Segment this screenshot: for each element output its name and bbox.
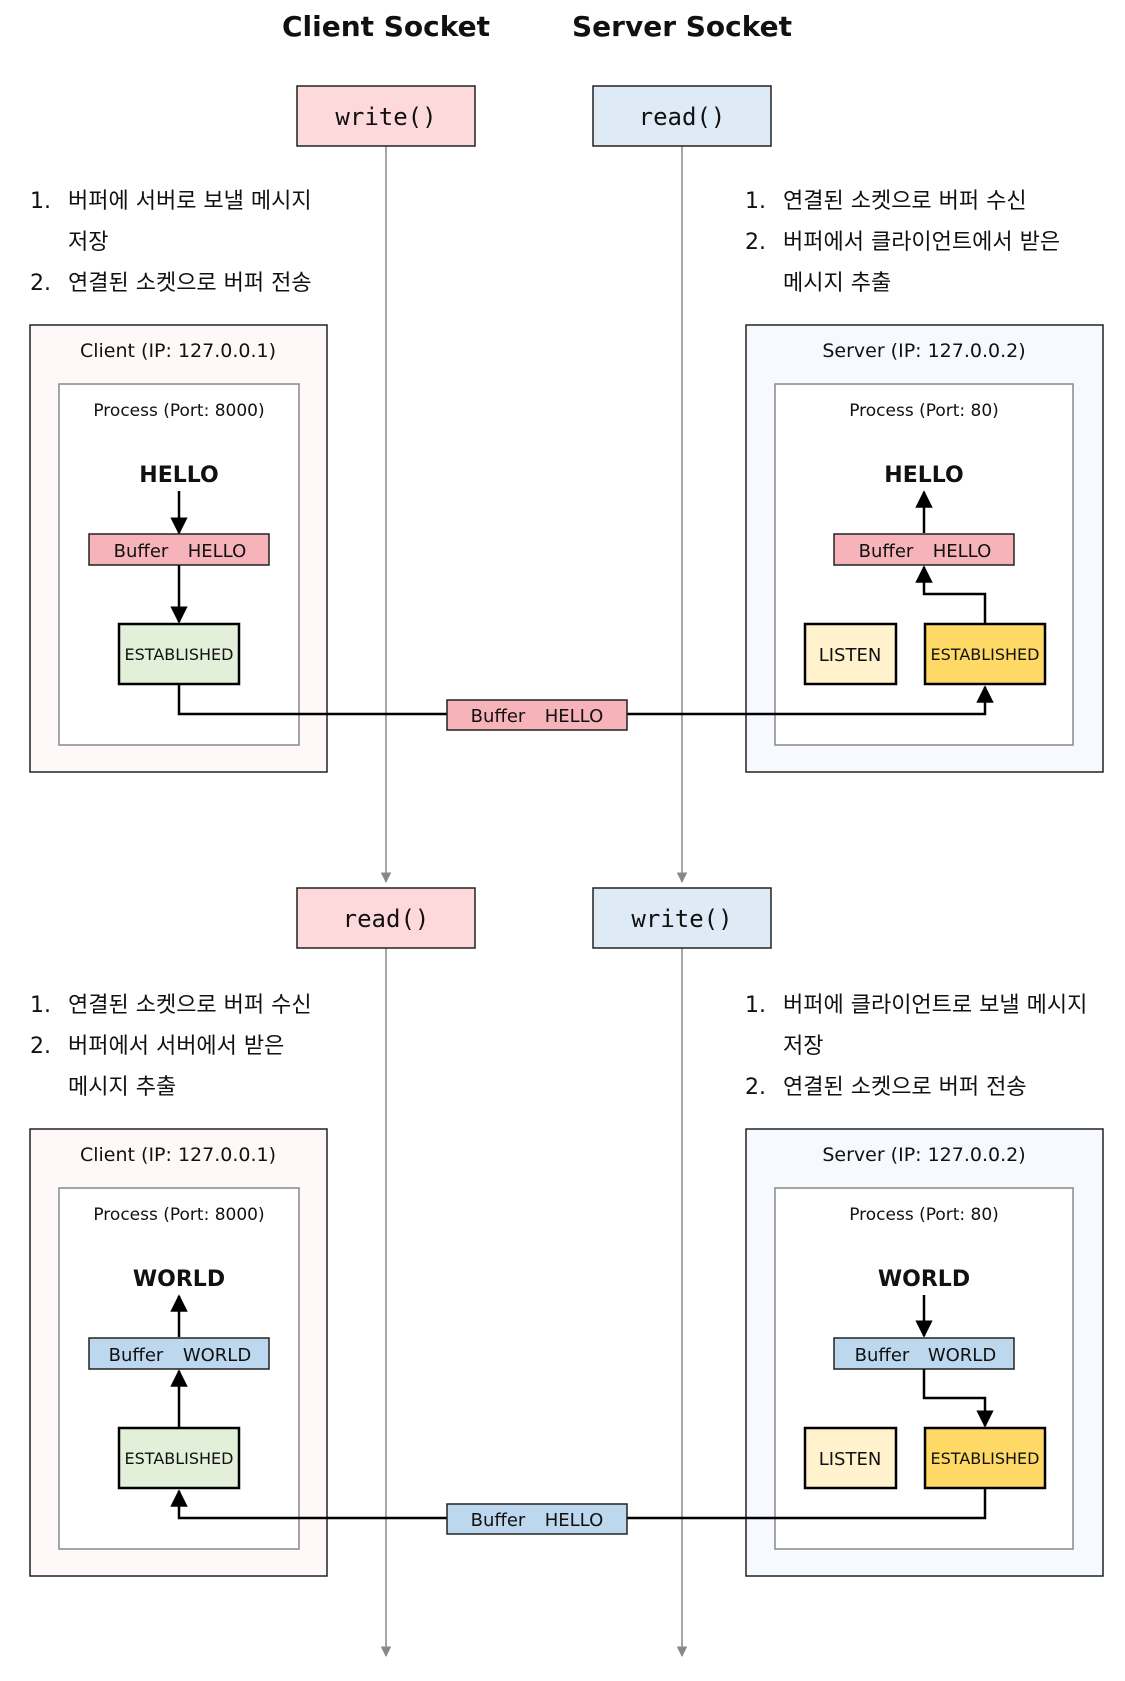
- client-write-call: write(): [335, 103, 436, 131]
- transit-buffer-label: Buffer: [471, 1510, 526, 1531]
- server-established-box: [923, 622, 1047, 686]
- server-host-label: Server (IP: 127.0.0.2): [822, 1144, 1025, 1166]
- timelines: [380, 146, 688, 1658]
- step-text: 버퍼에 서버로 보낼 메시지: [68, 189, 312, 214]
- step-text: 메시지 추출: [783, 271, 891, 296]
- client-message: WORLD: [133, 1267, 225, 1292]
- transit-buffer-label: Buffer: [471, 706, 526, 727]
- server-write-call-box: [592, 887, 772, 949]
- server-process-label: Process (Port: 80): [849, 401, 999, 421]
- server-host-box: Server (IP: 127.0.0.2) Process (Port: 80…: [745, 324, 1104, 773]
- client-read-call-box: [296, 887, 476, 949]
- client-state: ESTABLISHED: [125, 1449, 234, 1468]
- server-socket-title: Server Socket: [572, 10, 792, 43]
- server-listen-box: [803, 622, 898, 686]
- client-host-box: Client (IP: 127.0.0.1) Process (Port: 80…: [29, 324, 328, 773]
- client-buffer-label: Buffer: [109, 1345, 164, 1366]
- step-text: 메시지 추출: [68, 1075, 176, 1100]
- step-text: 연결된 소켓으로 버퍼 전송: [783, 1075, 1027, 1100]
- client-state: ESTABLISHED: [125, 645, 234, 664]
- step-text: 버퍼에서 클라이언트에서 받은: [783, 230, 1060, 255]
- transit-buffer-box: [446, 699, 628, 731]
- client-message: HELLO: [139, 463, 218, 488]
- client-read-call: read(): [343, 905, 430, 933]
- step-number: 2.: [30, 1034, 51, 1059]
- step-number: 2.: [745, 230, 766, 255]
- server-message: HELLO: [884, 463, 963, 488]
- step-number: 1.: [745, 993, 766, 1018]
- server-write-call: write(): [631, 905, 732, 933]
- phase-2: read() write() 1. 연결된 소켓으로 버퍼 수신 2. 버퍼에서…: [29, 887, 1104, 1577]
- transit-buffer-box: [446, 1503, 628, 1535]
- server-state: ESTABLISHED: [931, 645, 1040, 664]
- server-listen-box: [803, 1426, 898, 1490]
- step-text: 저장: [68, 230, 108, 255]
- server-buffer-box: [833, 1337, 1015, 1370]
- client-host-label: Client (IP: 127.0.0.1): [80, 1144, 276, 1166]
- client-buffer-value: WORLD: [183, 1345, 251, 1366]
- step-number: 2.: [745, 1075, 766, 1100]
- client-established-box: [117, 622, 241, 686]
- server-process-label: Process (Port: 80): [849, 1205, 999, 1225]
- server-listen: LISTEN: [819, 645, 882, 666]
- step-text: 연결된 소켓으로 버퍼 수신: [783, 189, 1027, 214]
- step-text: 저장: [783, 1034, 823, 1059]
- step-number: 2.: [30, 271, 51, 296]
- client-socket-title: Client Socket: [282, 10, 490, 43]
- server-buffer-label: Buffer: [859, 541, 914, 562]
- server-established-box: [923, 1426, 1047, 1490]
- client-write-call-box: [296, 85, 476, 147]
- client-steps: 1. 연결된 소켓으로 버퍼 수신 2. 버퍼에서 서버에서 받은 메시지 추출: [30, 993, 312, 1100]
- client-process-label: Process (Port: 8000): [93, 1205, 264, 1225]
- step-number: 1.: [745, 189, 766, 214]
- server-listen: LISTEN: [819, 1449, 882, 1470]
- server-buffer-value: WORLD: [928, 1345, 996, 1366]
- server-state: ESTABLISHED: [931, 1449, 1040, 1468]
- phase-1: write() read() 1. 버퍼에 서버로 보낼 메시지 저장 2. 연…: [29, 85, 1104, 773]
- step-text: 연결된 소켓으로 버퍼 수신: [68, 993, 312, 1018]
- server-steps: 1. 버퍼에 클라이언트로 보낼 메시지 저장 2. 연결된 소켓으로 버퍼 전…: [745, 993, 1087, 1100]
- client-established-box: [117, 1426, 241, 1490]
- client-process-label: Process (Port: 8000): [93, 401, 264, 421]
- server-steps: 1. 연결된 소켓으로 버퍼 수신 2. 버퍼에서 클라이언트에서 받은 메시지…: [745, 189, 1060, 296]
- step-text: 버퍼에 클라이언트로 보낼 메시지: [783, 993, 1087, 1018]
- step-number: 1.: [30, 993, 51, 1018]
- step-text: 연결된 소켓으로 버퍼 전송: [68, 271, 312, 296]
- client-buffer-box: [88, 533, 270, 566]
- server-buffer-box: [833, 533, 1015, 566]
- client-buffer-value: HELLO: [188, 541, 247, 562]
- transit-buffer-value: HELLO: [545, 1510, 604, 1531]
- server-read-call: read(): [639, 103, 726, 131]
- client-buffer-label: Buffer: [114, 541, 169, 562]
- server-message: WORLD: [878, 1267, 970, 1292]
- client-host-label: Client (IP: 127.0.0.1): [80, 340, 276, 362]
- client-steps: 1. 버퍼에 서버로 보낼 메시지 저장 2. 연결된 소켓으로 버퍼 전송: [30, 189, 312, 296]
- step-number: 1.: [30, 189, 51, 214]
- server-read-call-box: [592, 85, 772, 147]
- server-buffer-value: HELLO: [933, 541, 992, 562]
- step-text: 버퍼에서 서버에서 받은: [68, 1034, 284, 1059]
- client-buffer-box: [88, 1337, 270, 1370]
- server-buffer-label: Buffer: [855, 1345, 910, 1366]
- server-host-label: Server (IP: 127.0.0.2): [822, 340, 1025, 362]
- transit-buffer-value: HELLO: [545, 706, 604, 727]
- server-host-box: Server (IP: 127.0.0.2) Process (Port: 80…: [745, 1128, 1104, 1577]
